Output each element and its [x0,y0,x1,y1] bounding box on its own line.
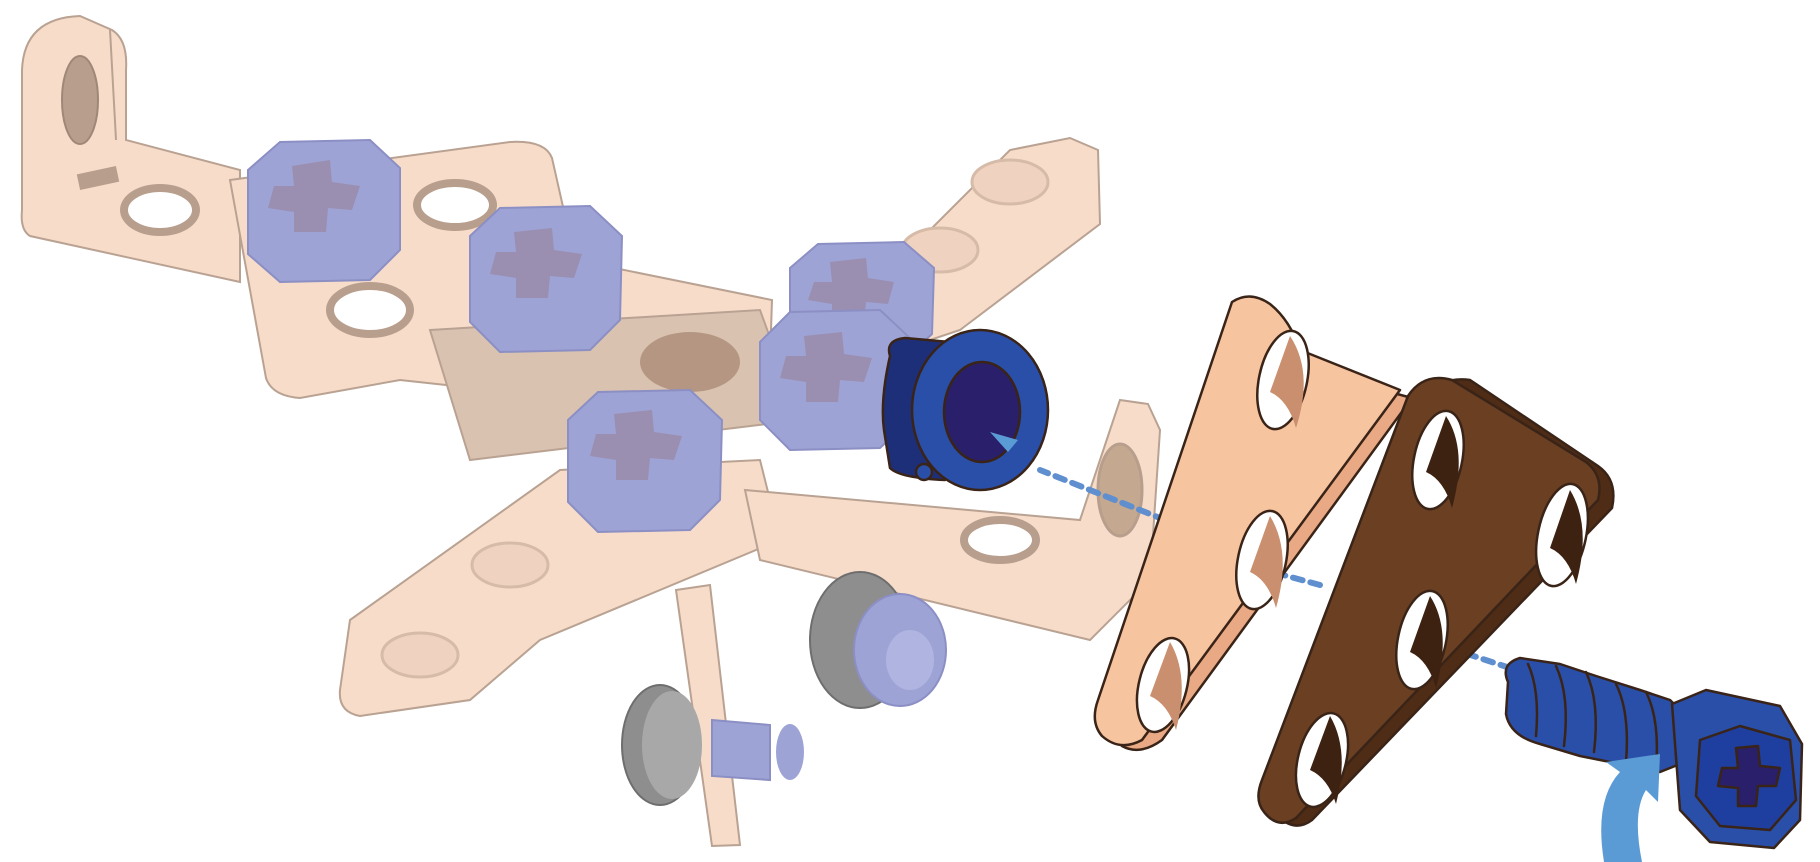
ghost-bolt-1 [248,140,400,282]
spacer-ring [883,330,1048,490]
ghost-bolt-2 [470,206,622,352]
ghost-bolt-5 [568,390,722,532]
ghost-angle-bracket-left [22,16,240,282]
curved-arrow-icon [1601,754,1660,862]
screw [1506,658,1802,848]
